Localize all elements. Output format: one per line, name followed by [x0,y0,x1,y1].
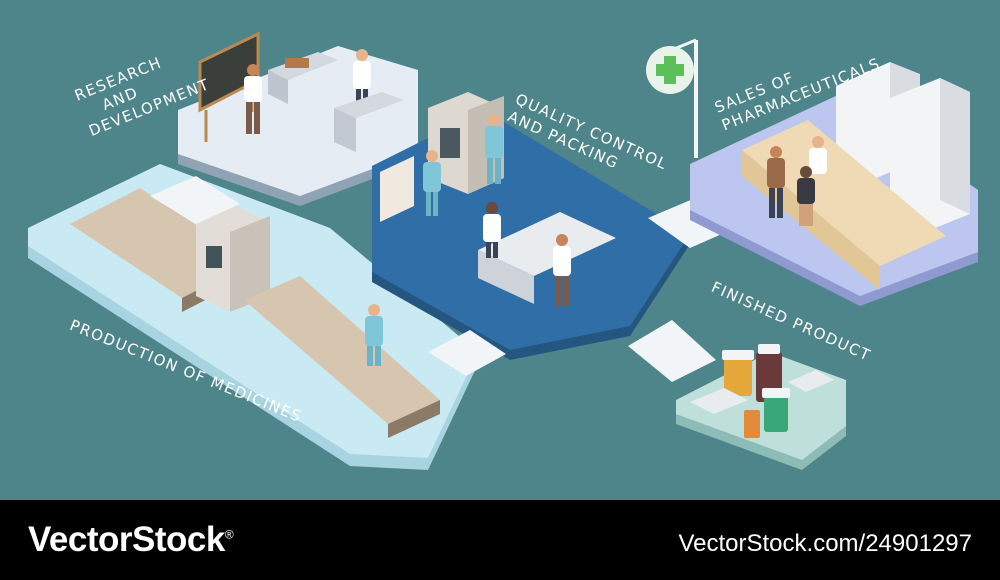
production-worker [365,304,383,366]
quality-platform [372,92,740,382]
sales-platform [646,38,978,306]
brand-logo: VectorStock® [28,520,234,560]
lower-conveyor [244,276,440,424]
sample-shelf [380,156,414,222]
customer-woman [797,166,815,226]
blister-pack [690,388,748,414]
blister-pack-white [788,370,834,392]
pill-bottle-small [744,410,760,438]
finished-platform [676,344,846,470]
qc-worker-blue [485,114,503,184]
customer-man [767,146,785,218]
brand-name: VectorStock [28,520,225,559]
qc-table [478,212,616,276]
qc-scientist-front [553,234,571,306]
pill-bottle-green [762,388,790,432]
research-platform [178,31,418,206]
chalkboard [200,34,258,110]
isometric-scene [28,31,978,470]
brand-registered-mark: ® [224,527,234,542]
illustration-canvas: Research and development Quality control… [0,0,1000,500]
pill-bottle-orange [722,350,754,396]
footer-bar [0,500,1000,580]
production-platform [28,164,478,470]
qc-scientist [483,202,501,258]
scientist-at-board [244,64,262,134]
qc-worker-shelf [423,150,441,216]
pharmacist [809,136,827,174]
image-id-url: VectorStock.com/24901297 [678,530,972,557]
pharmacy-counter [742,120,946,266]
